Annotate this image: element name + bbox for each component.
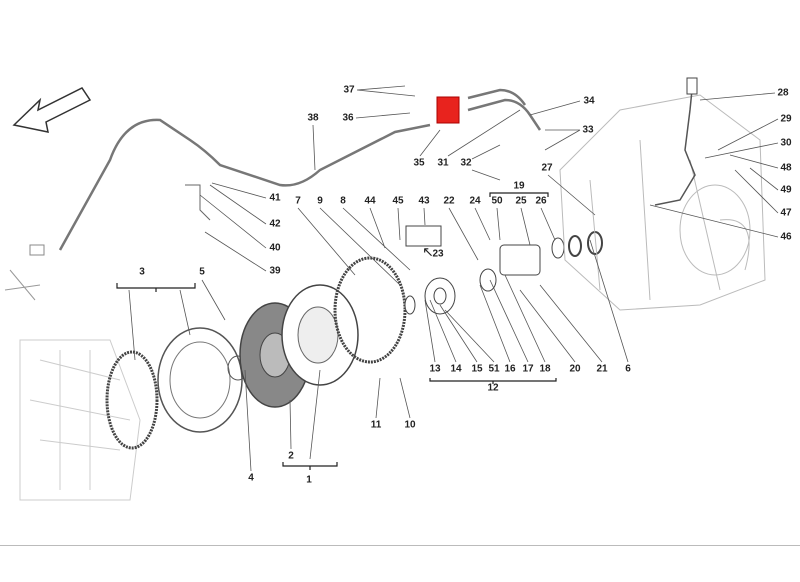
part-label-25[interactable]: 25: [515, 195, 527, 207]
clutch-pipe: [58, 88, 542, 251]
part-label-30[interactable]: 30: [780, 137, 792, 149]
part-label-34[interactable]: 34: [583, 95, 595, 107]
part-label-8[interactable]: 8: [340, 195, 346, 207]
flywheel: [157, 327, 243, 433]
part-label-20[interactable]: 20: [569, 363, 581, 375]
part-label-33[interactable]: 33: [582, 124, 594, 136]
part-label-32[interactable]: 32: [460, 157, 472, 169]
second-ring-gear: [333, 256, 407, 364]
part-label-17[interactable]: 17: [522, 363, 534, 375]
part-label-19[interactable]: 19: [513, 180, 525, 192]
part-label-26[interactable]: 26: [535, 195, 547, 207]
part-label-46[interactable]: 46: [780, 231, 792, 243]
part-label-50[interactable]: 50: [491, 195, 503, 207]
direction-arrow-icon: [12, 87, 92, 133]
ring-gear: [105, 350, 159, 450]
part-label-6[interactable]: 6: [625, 363, 631, 375]
part-label-11[interactable]: 11: [370, 419, 382, 431]
part-label-31[interactable]: 31: [437, 157, 449, 169]
part-label-39[interactable]: 39: [269, 265, 281, 277]
group-brackets: [116, 192, 557, 470]
part-label-10[interactable]: 10: [404, 419, 416, 431]
part-label-43[interactable]: 43: [418, 195, 430, 207]
part-label-22[interactable]: 22: [443, 195, 455, 207]
part-label-4[interactable]: 4: [248, 472, 254, 484]
valve-block-highlighted[interactable]: [436, 96, 460, 124]
part-label-5[interactable]: 5: [199, 266, 205, 278]
part-label-16[interactable]: 16: [504, 363, 516, 375]
part-label-13[interactable]: 13: [429, 363, 441, 375]
part-label-24[interactable]: 24: [469, 195, 481, 207]
cursor-pointer-icon: ↖: [422, 243, 434, 260]
bottom-divider: [0, 545, 800, 546]
part-label-14[interactable]: 14: [450, 363, 462, 375]
part-label-18[interactable]: 18: [539, 363, 551, 375]
part-label-38[interactable]: 38: [307, 112, 319, 124]
part-label-49[interactable]: 49: [780, 184, 792, 196]
part-label-36[interactable]: 36: [342, 112, 354, 124]
part-label-45[interactable]: 45: [392, 195, 404, 207]
part-label-23[interactable]: 23: [432, 248, 444, 260]
part-label-2[interactable]: 2: [288, 450, 294, 462]
part-label-40[interactable]: 40: [269, 242, 281, 254]
part-label-3[interactable]: 3: [139, 266, 145, 278]
part-label-37[interactable]: 37: [343, 84, 355, 96]
part-label-48[interactable]: 48: [780, 162, 792, 174]
part-label-1[interactable]: 1: [306, 474, 312, 486]
part-label-7[interactable]: 7: [295, 195, 301, 207]
part-label-9[interactable]: 9: [317, 195, 323, 207]
part-label-27[interactable]: 27: [541, 162, 553, 174]
engine-block: [19, 339, 141, 501]
leader-lines: [128, 85, 779, 472]
part-label-28[interactable]: 28: [777, 87, 789, 99]
part-label-12[interactable]: 12: [487, 382, 499, 394]
part-label-42[interactable]: 42: [269, 218, 281, 230]
part-label-47[interactable]: 47: [780, 207, 792, 219]
part-label-29[interactable]: 29: [780, 113, 792, 125]
part-label-51[interactable]: 51: [488, 363, 500, 375]
part-label-41[interactable]: 41: [269, 192, 281, 204]
release-bearing-assembly: [404, 225, 603, 315]
part-label-35[interactable]: 35: [413, 157, 425, 169]
part-label-15[interactable]: 15: [471, 363, 483, 375]
part-label-44[interactable]: 44: [364, 195, 376, 207]
part-label-21[interactable]: 21: [596, 363, 608, 375]
